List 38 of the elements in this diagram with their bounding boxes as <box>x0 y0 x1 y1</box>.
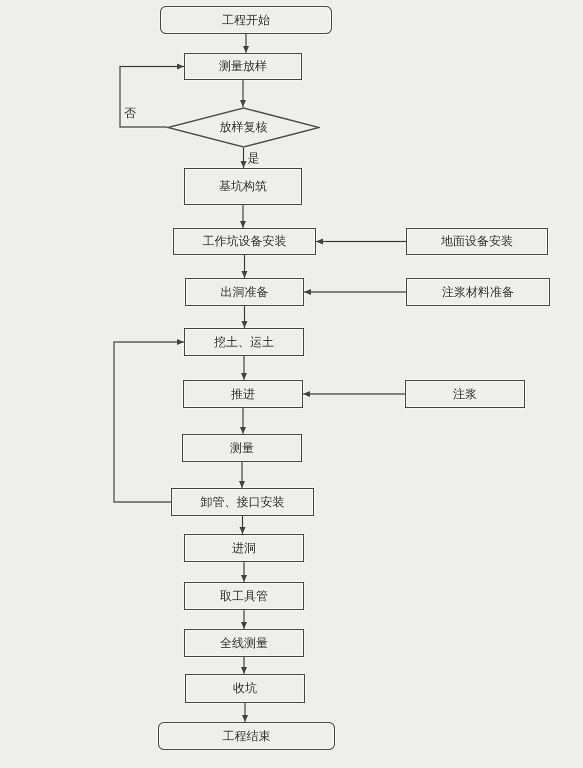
arrow <box>303 391 405 397</box>
arrow <box>316 238 406 244</box>
arrow <box>242 703 248 722</box>
process-box: 注浆 <box>405 380 525 408</box>
arrow <box>239 462 245 488</box>
terminal-box: 工程结束 <box>158 722 335 750</box>
arrow <box>240 516 246 534</box>
process-box: 进洞 <box>184 534 304 562</box>
arrow <box>241 657 247 674</box>
process-box: 卸管、接口安装 <box>171 488 314 516</box>
process-box: 收坑 <box>185 674 305 703</box>
arrow <box>241 356 247 380</box>
process-box: 出洞准备 <box>185 278 304 306</box>
process-box: 全线测量 <box>184 629 304 657</box>
arrow <box>240 80 246 107</box>
process-box: 取工具管 <box>184 582 304 610</box>
arrow <box>240 205 246 228</box>
process-box: 基坑构筑 <box>184 168 302 205</box>
process-box: 测量 <box>182 434 302 462</box>
arrow <box>119 64 184 128</box>
arrow <box>241 562 247 582</box>
arrow <box>242 306 248 328</box>
process-box: 注浆材料准备 <box>406 278 550 306</box>
process-box: 测量放样 <box>184 53 302 80</box>
arrow <box>304 289 406 295</box>
process-box: 挖土、运土 <box>184 328 304 356</box>
arrow <box>242 255 248 278</box>
process-box: 推进 <box>183 380 303 408</box>
arrow <box>240 408 246 434</box>
decision-diamond: 放样复核 <box>167 107 320 148</box>
arrow <box>243 34 249 53</box>
arrow <box>240 148 246 168</box>
edge-label: 是 <box>246 150 260 167</box>
terminal-box: 工程开始 <box>160 6 332 34</box>
process-box: 地面设备安装 <box>406 228 548 255</box>
arrow <box>241 610 247 629</box>
process-box: 工作坑设备安装 <box>173 228 316 255</box>
arrow <box>113 339 184 503</box>
